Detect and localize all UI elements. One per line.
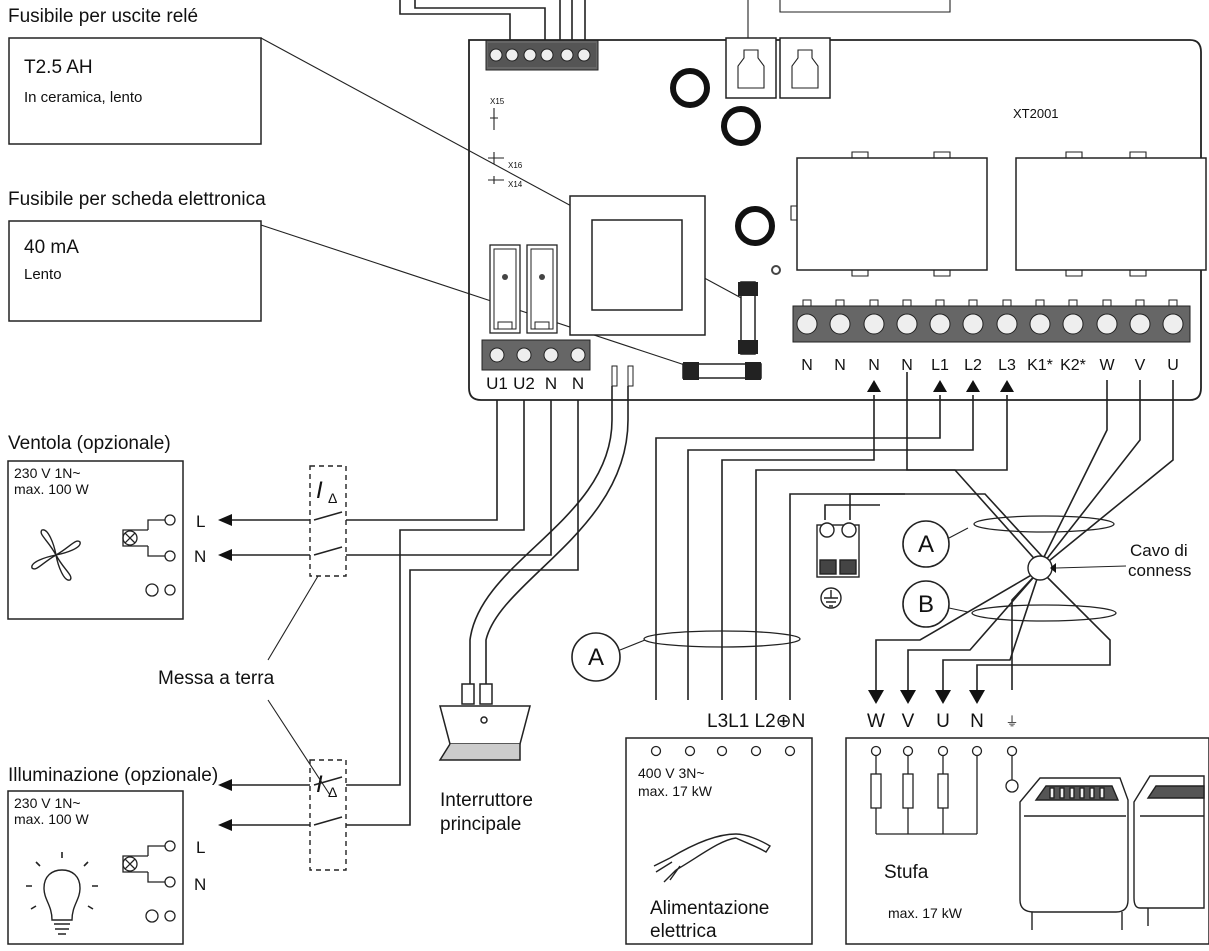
rcd-fan-delta: Δ bbox=[328, 490, 337, 506]
rcd-fan-symbol: I bbox=[316, 477, 323, 504]
light-label-l: L bbox=[196, 838, 205, 857]
wires bbox=[232, 372, 1174, 826]
light-box bbox=[7, 790, 184, 945]
supply-terminal-dots bbox=[650, 745, 796, 757]
fuse-relay-desc: In ceramica, lento bbox=[24, 89, 142, 106]
terminal-k2: K2* bbox=[1060, 357, 1086, 374]
terminal-n-2: N bbox=[834, 357, 846, 374]
fuse-relay-box bbox=[8, 37, 262, 145]
supply-name-line1: Alimentazione bbox=[650, 898, 769, 919]
board-model: XT2001 bbox=[1013, 106, 1059, 121]
cable-a-sheath-heater bbox=[973, 515, 1115, 533]
light-label-n: N bbox=[194, 875, 206, 894]
light-spec-power: max. 100 W bbox=[14, 811, 89, 827]
terminal-u2: U2 bbox=[513, 374, 535, 393]
fan-terminals bbox=[122, 514, 176, 597]
heater-terminal-v: V bbox=[902, 711, 915, 732]
heater-elements bbox=[870, 745, 1019, 835]
terminal-w: W bbox=[1099, 357, 1115, 374]
supply-spec-power: max. 17 kW bbox=[638, 783, 713, 799]
earth-terminal-clamp bbox=[816, 522, 860, 609]
terminal-n-b: N bbox=[572, 374, 584, 393]
cable-a-sheath-supply bbox=[643, 630, 801, 648]
heater-terminal-w: W bbox=[867, 711, 885, 732]
fuse-board-leader bbox=[260, 224, 701, 371]
earthing-label: Messa a terra bbox=[158, 668, 275, 689]
fan-label-n: N bbox=[194, 547, 206, 566]
terminal-v: V bbox=[1135, 357, 1146, 374]
cable-a-marker-supply bbox=[571, 632, 621, 682]
supply-name-line2: elettrica bbox=[650, 921, 717, 942]
switch-label-line1: Interruttore bbox=[440, 790, 533, 811]
jumper-x15: X15 bbox=[490, 97, 505, 106]
cable-a-label-heater: A bbox=[918, 531, 934, 558]
terminal-n-a: N bbox=[545, 374, 557, 393]
cable-b-sheath bbox=[971, 604, 1117, 622]
rcd-light-delta: Δ bbox=[328, 784, 337, 800]
supply-terminal-labels: L3L1 L2⊕N bbox=[707, 711, 805, 732]
main-switch-icon bbox=[438, 683, 531, 761]
control-board: XT2001 X15 X16 X14 bbox=[399, 0, 1207, 401]
fuse-relay-rating: T2.5 AH bbox=[24, 57, 93, 78]
light-terminals bbox=[122, 840, 176, 923]
fan-icon bbox=[31, 529, 81, 581]
rcd-fan bbox=[309, 465, 347, 577]
rcd-light-symbol: I bbox=[316, 771, 323, 798]
terminal-u: U bbox=[1167, 357, 1179, 374]
terminal-arrows bbox=[218, 380, 1014, 831]
earthing-leader bbox=[267, 575, 331, 796]
fuse-relay-heading: Fusibile per uscite relé bbox=[8, 6, 198, 27]
heater-power: max. 17 kW bbox=[888, 905, 963, 921]
heater-terminal-u: U bbox=[936, 711, 950, 732]
fan-label-l: L bbox=[196, 512, 205, 531]
heater-terminal-n: N bbox=[970, 711, 984, 732]
terminal-l1: L1 bbox=[931, 357, 949, 374]
terminal-l3: L3 bbox=[998, 357, 1016, 374]
cable-a-label-supply: A bbox=[588, 644, 604, 671]
heater-earth-symbol: ⏚ bbox=[1005, 714, 1018, 729]
cable-b-label: B bbox=[918, 591, 934, 618]
fuse-board-rating: 40 mA bbox=[24, 237, 79, 258]
terminal-n-1: N bbox=[801, 357, 813, 374]
terminal-n-3: N bbox=[868, 357, 880, 374]
light-bulb-icon bbox=[26, 852, 98, 935]
fan-spec-voltage: 230 V 1N~ bbox=[14, 465, 81, 481]
supply-box bbox=[625, 737, 813, 945]
connection-cable-hub bbox=[1027, 555, 1053, 581]
cable-a-marker-heater bbox=[902, 520, 950, 568]
heater-name: Stufa bbox=[884, 862, 929, 883]
sauna-stove-icon bbox=[1019, 775, 1205, 930]
light-spec-voltage: 230 V 1N~ bbox=[14, 795, 81, 811]
fan-box bbox=[7, 460, 184, 620]
fuse-board-box bbox=[8, 220, 262, 322]
fan-spec-power: max. 100 W bbox=[14, 481, 89, 497]
jumper-x16: X16 bbox=[508, 161, 523, 170]
terminal-u1: U1 bbox=[486, 374, 508, 393]
light-title: Illuminazione (opzionale) bbox=[8, 765, 218, 786]
connection-cable-line1: Cavo di bbox=[1130, 541, 1188, 560]
fuse-board-desc: Lento bbox=[24, 266, 62, 283]
switch-label-line2: principale bbox=[440, 814, 521, 835]
terminal-k1: K1* bbox=[1027, 357, 1053, 374]
power-cable-icon bbox=[653, 833, 771, 883]
supply-spec-voltage: 400 V 3N~ bbox=[638, 765, 705, 781]
jumper-x14: X14 bbox=[508, 180, 523, 189]
terminal-l2: L2 bbox=[964, 357, 982, 374]
fan-title: Ventola (opzionale) bbox=[8, 433, 171, 454]
connection-cable-line2: conness bbox=[1128, 561, 1191, 580]
cable-b-marker bbox=[902, 580, 950, 628]
fuse-board-heading: Fusibile per scheda elettronica bbox=[8, 189, 266, 210]
terminal-n-4: N bbox=[901, 357, 913, 374]
